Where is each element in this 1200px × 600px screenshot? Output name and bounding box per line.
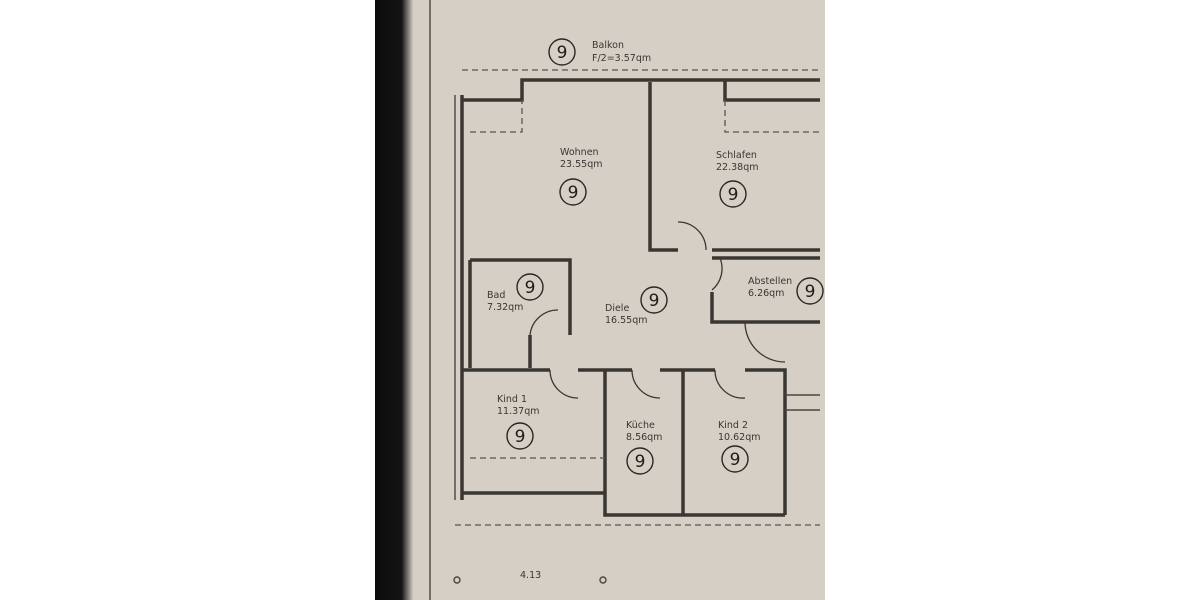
room-name: Abstellen [748, 276, 792, 287]
room-marker: 9 [730, 450, 741, 470]
room-marker: 9 [649, 291, 660, 311]
room-marker-circle [506, 422, 534, 450]
room-area: 11.37qm [497, 406, 539, 417]
room-marker-circle [721, 445, 749, 473]
room-marker: 9 [525, 278, 536, 298]
room-name: Wohnen [560, 147, 599, 158]
room-name: Balkon [592, 40, 624, 51]
door-swings [529, 221, 786, 399]
room-marker: 9 [635, 452, 646, 472]
room-marker: 9 [568, 183, 579, 203]
room-area: 22.38qm [716, 162, 758, 173]
dashed-lines [455, 69, 820, 526]
room-kind-2: Kind 210.62qm 9 [718, 420, 760, 473]
photo-dark-edge [375, 0, 413, 600]
room-name: Bad [487, 290, 505, 301]
room-area: 10.62qm [718, 432, 760, 443]
walls [429, 0, 820, 600]
room-marker-circle [559, 178, 587, 206]
room-marker-circle [626, 447, 654, 475]
room-name: Küche [626, 420, 655, 431]
room-name: Diele [605, 303, 629, 314]
room-marker-circle [516, 273, 544, 301]
room-area: 7.32qm [487, 302, 523, 313]
room-name: Kind 2 [718, 420, 748, 431]
room-name: Schlafen [716, 150, 757, 161]
room-area: 6.26qm [748, 288, 784, 299]
room-marker-circle [719, 180, 747, 208]
room-marker: 9 [515, 427, 526, 447]
dimension-label: 4.13 [520, 570, 541, 581]
balcony-label: 9 Balkon F/2=3.57qm [548, 38, 651, 66]
room-marker: 9 [728, 185, 739, 205]
room-name: Kind 1 [497, 394, 527, 405]
room-marker: 9 [805, 282, 816, 302]
room-kind-1: Kind 111.37qm 9 [497, 394, 539, 450]
room-area: 16.55qm [605, 315, 647, 326]
room-marker: 9 [557, 43, 568, 63]
room-area: F/2=3.57qm [592, 53, 651, 64]
room-area: 23.55qm [560, 159, 602, 170]
room-marker-circle [796, 277, 824, 305]
room-area: 8.56qm [626, 432, 662, 443]
room-marker-circle [640, 286, 668, 314]
